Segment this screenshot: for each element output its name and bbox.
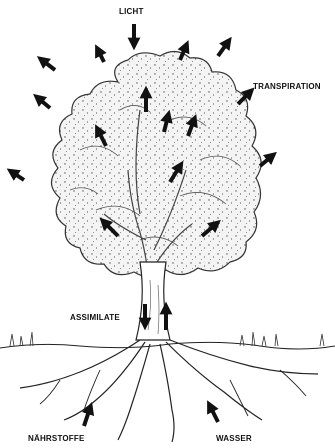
arrow-icon <box>98 50 104 62</box>
arrow-icon <box>218 42 228 56</box>
arrow-icon <box>210 406 218 422</box>
label-light: LICHT <box>119 7 144 16</box>
arrow-icon <box>38 98 50 108</box>
tree-roots <box>20 340 318 442</box>
label-water: WASSER <box>216 434 252 443</box>
label-transpiration: TRANSPIRATION <box>253 82 321 91</box>
arrow-icon <box>260 156 272 166</box>
label-assimilates: ASSIMILATE <box>70 313 120 322</box>
label-nutrients: NÄHRSTOFFE <box>28 434 85 443</box>
arrow-icon <box>84 408 90 426</box>
tree-crown <box>51 51 261 290</box>
arrow-icon <box>12 172 24 180</box>
arrow-icon <box>42 60 55 70</box>
